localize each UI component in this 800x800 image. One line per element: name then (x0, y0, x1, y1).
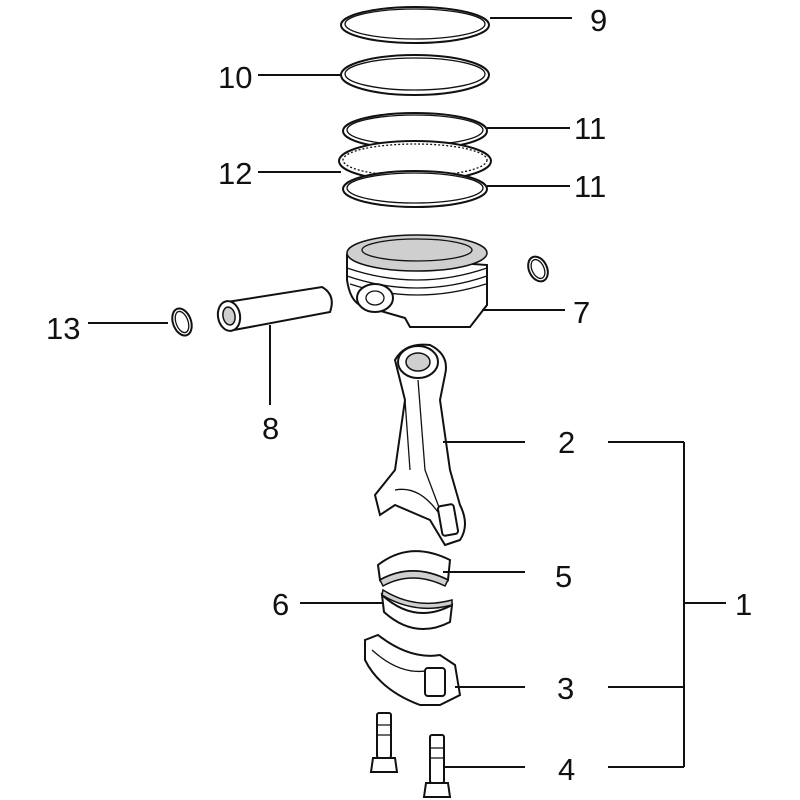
callout-9: 9 (590, 3, 607, 38)
bearing-shell-6 (380, 588, 454, 630)
assembly-bracket-1 (608, 441, 726, 768)
oil-ring-rail-11-lower (342, 170, 488, 208)
callout-7: 7 (573, 295, 590, 330)
callout-8: 8 (262, 411, 279, 446)
callout-11-upper: 11 (574, 111, 606, 146)
piston-7 (346, 234, 488, 328)
rod-cap-3 (364, 633, 462, 706)
piston-ring-10 (340, 54, 490, 96)
callout-13: 13 (46, 311, 80, 346)
connecting-rod-2 (373, 343, 466, 547)
piston-ring-9 (340, 6, 490, 44)
bearing-shell-5 (376, 550, 452, 588)
callout-10: 10 (218, 60, 252, 95)
callout-1: 1 (735, 587, 752, 622)
callout-12: 12 (218, 156, 252, 191)
callout-5: 5 (555, 559, 572, 594)
circlip-right (527, 255, 549, 283)
callout-2: 2 (558, 425, 575, 460)
cap-bolt-4-left (369, 712, 399, 773)
leader-lines (88, 17, 572, 768)
callout-6: 6 (272, 587, 289, 622)
callout-11-lower: 11 (574, 169, 606, 204)
circlip-13 (171, 307, 193, 337)
callout-4: 4 (558, 752, 575, 787)
callout-3: 3 (557, 671, 574, 706)
cap-bolt-4-right (422, 734, 452, 798)
piston-pin-8 (216, 285, 333, 332)
